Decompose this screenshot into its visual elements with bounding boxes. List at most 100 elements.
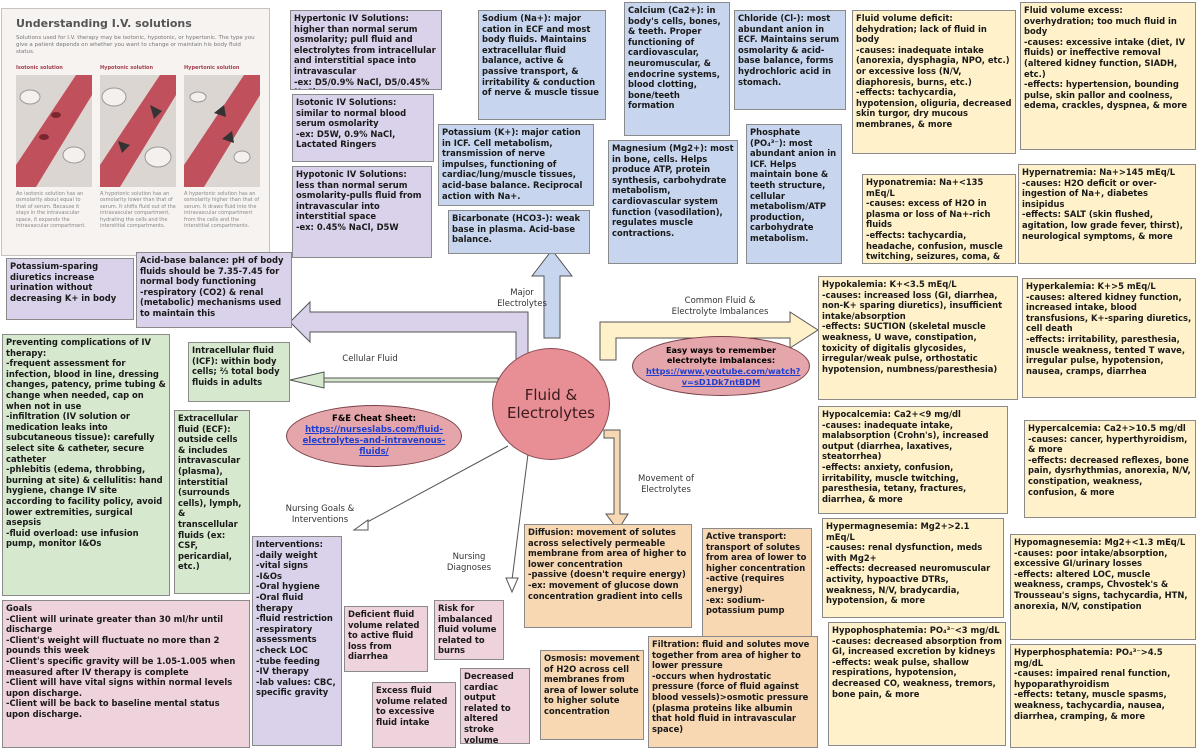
hyponatremia-box: Hyponatremia: Na+<135 mEq/L -causes: exc… [862, 174, 1016, 264]
hypotonic-description: A hypotonic solution has an osmolarity l… [100, 191, 176, 230]
cheat-sheet-label: F&E Cheat Sheet: [332, 414, 416, 424]
chloride-box: Chloride (Cl-): most abundant anion in E… [734, 10, 846, 110]
filtration-box: Filtration: fluid and solutes move toget… [648, 636, 818, 748]
hypertonic-illustration [184, 75, 260, 187]
box-text: Deficient fluid volume related to active… [348, 609, 420, 662]
box-text: Excess fluid volume related to excessive… [376, 685, 448, 727]
ecf-box: Extracellular fluid (ECF): outside cells… [174, 410, 250, 594]
box-text: Hyperkalemia: K+>5 mEq/L -causes: altere… [1026, 281, 1192, 376]
hypertonic-iv-box: Hypertonic IV Solutions: higher than nor… [290, 10, 442, 90]
box-text: Preventing complications of IV therapy: … [6, 337, 166, 549]
arrow-major-electrolytes [530, 249, 574, 339]
box-text: Hypotonic IV Solutions: less than normal… [296, 169, 422, 232]
box-text: Hypomagnesemia: Mg2+<1.3 mEq/L -causes: … [1014, 537, 1188, 611]
label-nursing-goals: Nursing Goals & Interventions [285, 504, 355, 525]
box-text: Intracellular fluid (ICF): within body c… [192, 345, 280, 387]
hypocalcemia-box: Hypocalcemia: Ca2+<9 mg/dl -causes: inad… [818, 406, 1008, 514]
box-text: Hypercalcemia: Ca2+>10.5 mg/dl -causes: … [1028, 423, 1191, 497]
box-text: Osmosis: movement of H2O across cell mem… [544, 653, 640, 716]
box-text: Chloride (Cl-): most abundant anion in E… [738, 13, 840, 87]
box-text: Bicarbonate (HCO3-): weak base in plasma… [452, 213, 581, 245]
decreased-cardiac-output-box: Decreased cardiac output related to alte… [460, 668, 530, 744]
preventing-complications-box: Preventing complications of IV therapy: … [2, 334, 170, 596]
remember-link[interactable]: https://www.youtube.com/watch?v=sD1Dk7nt… [646, 366, 801, 387]
interventions-box: Interventions: -daily weight -vital sign… [252, 536, 342, 746]
box-text: Interventions: -daily weight -vital sign… [256, 539, 336, 698]
hypokalemia-box: Hypokalemia: K+<3.5 mEq/L -causes: incre… [818, 276, 1018, 400]
potassium-sparing-box: Potassium-sparing diuretics increase uri… [6, 258, 134, 320]
hypomagnesemia-box: Hypomagnesemia: Mg2+<1.3 mEq/L -causes: … [1010, 534, 1196, 640]
hypermagnesemia-box: Hypermagnesemia: Mg2+>2.1 mEq/L -causes:… [822, 518, 1004, 618]
iv-solutions-thumbnail: Understanding I.V. solutions Solutions u… [1, 8, 270, 256]
box-text: Potassium (K+): major cation in ICF. Cel… [442, 127, 583, 201]
box-text: Sodium (Na+): major cation in ECF and mo… [482, 13, 599, 98]
fluid-volume-deficit-box: Fluid volume deficit: dehydration; lack … [852, 10, 1016, 154]
box-text: Hypocalcemia: Ca2+<9 mg/dl -causes: inad… [822, 409, 989, 504]
hyperkalemia-box: Hyperkalemia: K+>5 mEq/L -causes: altere… [1022, 278, 1196, 398]
box-text: Hyponatremia: Na+<135 mEq/L -causes: exc… [866, 177, 1003, 263]
osmosis-box: Osmosis: movement of H2O across cell mem… [540, 650, 644, 740]
hypercalcemia-box: Hypercalcemia: Ca2+>10.5 mg/dl -causes: … [1024, 420, 1196, 518]
arrow-movement [603, 429, 629, 531]
calcium-box: Calcium (Ca2+): in body's cells, bones, … [624, 2, 730, 136]
label-nursing-diagnoses: Nursing Diagnoses [446, 552, 492, 573]
label-movement: Movement of Electrolytes [638, 474, 694, 495]
hypophosphatemia-box: Hypophosphatemia: PO₄³⁻<3 mg/dL -causes:… [828, 622, 1006, 746]
arrow-acid-base [289, 300, 529, 361]
box-text: Hypokalemia: K+<3.5 mEq/L -causes: incre… [822, 279, 1003, 374]
box-text: Extracellular fluid (ECF): outside cells… [178, 413, 242, 572]
remember-label: Easy ways to remember electrolyte imbala… [665, 344, 777, 366]
cheat-sheet-link[interactable]: https://nurseslabs.com/fluid-electrolyte… [302, 425, 446, 457]
arrow-cellular-fluid [289, 371, 499, 389]
box-text: Hyperphosphatemia: PO₄³⁻>4.5 mg/dL -caus… [1014, 647, 1171, 721]
box-text: Fluid volume deficit: dehydration; lack … [856, 13, 1012, 129]
acid-base-box: Acid-base balance: pH of body fluids sho… [136, 252, 292, 328]
active-transport-box: Active transport: transport of solutes f… [702, 528, 812, 640]
hypotonic-iv-box: Hypotonic IV Solutions: less than normal… [292, 166, 432, 258]
phosphate-box: Phosphate (PO₄³⁻): most abundant anion i… [746, 124, 842, 264]
isotonic-iv-box: Isotonic IV Solutions: similar to normal… [292, 94, 434, 162]
risk-imbalanced-fluid-box: Risk for imbalanced fluid volume related… [434, 600, 504, 660]
label-cellular-fluid: Cellular Fluid [342, 354, 398, 364]
box-text: Hypermagnesemia: Mg2+>2.1 mEq/L -causes:… [826, 521, 991, 606]
box-text: Active transport: transport of solutes f… [706, 531, 807, 616]
center-topic: Fluid & Electrolytes [492, 348, 610, 460]
box-text: Hypophosphatemia: PO₄³⁻<3 mg/dL -causes:… [832, 625, 1002, 699]
hypertonic-description: A hypertonic solution has an osmolarity … [184, 191, 260, 230]
box-text: Magnesium (Mg2+): most in bone, cells. H… [612, 143, 734, 238]
isotonic-description: An isotonic solution has an osmolarity a… [16, 191, 86, 230]
remember-oval: Easy ways to remember electrolyte imbala… [632, 336, 810, 396]
potassium-box: Potassium (K+): major cation in ICF. Cel… [438, 124, 594, 206]
box-text: Filtration: fluid and solutes move toget… [652, 639, 810, 734]
box-text: Isotonic IV Solutions: similar to normal… [296, 97, 407, 150]
goals-box: Goals -Client will urinate greater than … [2, 600, 250, 748]
hypotonic-illustration [100, 75, 176, 187]
box-text: Hypertonic IV Solutions: higher than nor… [294, 13, 436, 89]
sodium-box: Sodium (Na+): major cation in ECF and mo… [478, 10, 606, 120]
box-text: Diffusion: movement of solutes across se… [528, 527, 687, 601]
hypotonic-caption: Hypotonic solution [100, 65, 154, 71]
diffusion-box: Diffusion: movement of solutes across se… [524, 524, 692, 628]
hypernatremia-box: Hypernatremia: Na+>145 mEq/L -causes: H2… [1018, 164, 1196, 264]
box-text: Fluid volume excess: overhydration; too … [1024, 5, 1188, 111]
box-text: Decreased cardiac output related to alte… [464, 671, 514, 744]
isotonic-caption: Isotonic solution [16, 65, 63, 71]
excess-fluid-volume-box: Excess fluid volume related to excessive… [372, 682, 456, 748]
label-imbalances: Common Fluid & Electrolyte Imbalances [671, 296, 769, 317]
hypertonic-caption: Hypertonic solution [184, 65, 240, 71]
box-text: Goals -Client will urinate greater than … [6, 603, 236, 719]
box-text: Hypernatremia: Na+>145 mEq/L -causes: H2… [1022, 167, 1183, 241]
isotonic-illustration [16, 75, 92, 187]
cheat-sheet-oval: F&E Cheat Sheet: https://nurseslabs.com/… [286, 405, 462, 467]
hyperphosphatemia-box: Hyperphosphatemia: PO₄³⁻>4.5 mg/dL -caus… [1010, 644, 1196, 748]
label-major-electrolytes: Major Electrolytes [497, 288, 547, 309]
box-text: Calcium (Ca2+): in body's cells, bones, … [628, 5, 721, 111]
magnesium-box: Magnesium (Mg2+): most in bone, cells. H… [608, 140, 738, 264]
bicarbonate-box: Bicarbonate (HCO3-): weak base in plasma… [448, 210, 590, 254]
box-text: Phosphate (PO₄³⁻): most abundant anion i… [750, 127, 837, 243]
center-title: Fluid & Electrolytes [507, 386, 595, 422]
box-text: Risk for imbalanced fluid volume related… [438, 603, 497, 656]
fluid-volume-excess-box: Fluid volume excess: overhydration; too … [1020, 2, 1196, 150]
box-text: Acid-base balance: pH of body fluids sho… [140, 255, 284, 318]
thumbnail-title: Understanding I.V. solutions [16, 17, 192, 30]
